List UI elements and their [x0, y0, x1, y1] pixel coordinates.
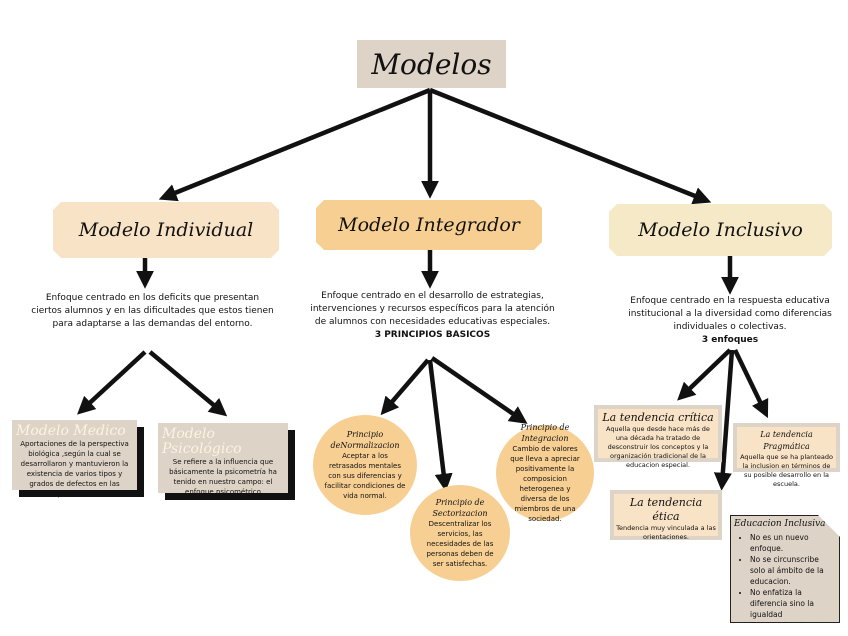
title-box: Modelos — [357, 40, 506, 88]
arrow-to-normalizacion — [380, 358, 430, 416]
tendency-text: Tendencia muy vinculada a las orientacio… — [616, 524, 716, 541]
tendency-text: Aquella que se ha planteado la inclusion… — [740, 453, 833, 488]
arrow-to-etica — [713, 349, 735, 491]
principle-text: Cambio de valores que lleva a apreciar p… — [510, 445, 580, 523]
card-title: Modelo Medico — [16, 423, 126, 439]
principle-title: Principio de Integracion — [520, 423, 570, 443]
modelo-individual-box: Modelo Individual — [53, 202, 279, 258]
arrow-to-inclusivo — [429, 87, 712, 205]
tendency-text: Aquella que desde hace más de una década… — [606, 425, 710, 469]
tendencia-critica: La tendencia crítica Aquella que desde h… — [594, 405, 722, 469]
tendency-title: La tendencia ética — [629, 496, 703, 523]
modelo-inclusivo-heading: Modelo Inclusivo — [638, 219, 803, 241]
integrador-subheading: 3 PRINCIPIOS BASICOS — [374, 330, 491, 340]
integrador-description: Enfoque centrado en el desarrollo de est… — [310, 291, 555, 327]
inclusivo-subheading: 3 enfoques — [701, 335, 759, 345]
principle-title: Principio deNormalizacion — [330, 430, 400, 450]
card-text: Se refiere a la influencia que básicamen… — [169, 458, 277, 496]
note-list: No es un nuevo enfoque. No se circunscri… — [734, 532, 836, 631]
arrow-to-pragmatica — [732, 349, 769, 419]
tendency-title: La tendencia crítica — [602, 411, 714, 424]
tendency-title: La tendencia Pragmática — [760, 430, 813, 451]
educacion-inclusiva-note: Educacion Inclusiva No es un nuevo enfoq… — [730, 515, 840, 623]
principle-text: Descentralizar los servicios, las necesi… — [426, 520, 494, 568]
note-item: No es un nuevo enfoque. — [750, 532, 836, 554]
principle-normalizacion: Principio deNormalizacion Aceptar a los … — [313, 415, 417, 515]
inclusivo-description: Enfoque centrado en la respuesta educati… — [628, 296, 832, 332]
tendencia-pragmatica: La tendencia Pragmática Aquella que se h… — [733, 423, 840, 488]
modelo-integrador-box: Modelo Integrador — [316, 200, 542, 250]
principle-sectorizacion: Principio de Sectorizacion Descentraliza… — [410, 485, 510, 581]
modelo-integrador-heading: Modelo Integrador — [338, 214, 520, 236]
inclusivo-description-block: Enfoque centrado en la respuesta educati… — [615, 295, 845, 347]
arrow-to-individual — [158, 87, 431, 202]
arrow-to-critica — [677, 348, 732, 401]
title: Modelos — [371, 47, 492, 81]
arrow-to-medico — [77, 350, 147, 415]
card-modelo-psicologico: Modelo Psicológico Se refiere a la influ… — [158, 423, 288, 496]
arrow-to-sectorizacion — [427, 359, 453, 492]
principle-integracion: Principio de Integracion Cambio de valor… — [496, 423, 594, 523]
modelo-inclusivo-box: Modelo Inclusivo — [609, 204, 832, 256]
individual-description: Enfoque centrado en los deficits que pre… — [31, 293, 274, 329]
integrador-description-block: Enfoque centrado en el desarrollo de est… — [305, 290, 560, 342]
note-title: Educacion Inclusiva — [734, 519, 826, 529]
card-text: Aportaciones de la perspectiva biológica… — [20, 440, 129, 498]
principle-title: Principio de Sectorizacion — [432, 498, 488, 518]
tendencia-etica: La tendencia ética Tendencia muy vincula… — [610, 490, 722, 541]
principle-text: Aceptar a los retrasados mentales con su… — [324, 452, 406, 500]
arrow-to-integracion — [430, 356, 528, 424]
card-title: Modelo Psicológico — [162, 426, 242, 457]
note-item: No se circunscribe solo al ámbito de la … — [750, 554, 836, 587]
card-modelo-medico: Modelo Medico Aportaciones de la perspec… — [12, 420, 137, 498]
note-item: No enfatiza la diferencia sino la iguald… — [750, 587, 836, 620]
arrow-to-psicologico — [148, 350, 228, 417]
modelo-individual-heading: Modelo Individual — [78, 219, 254, 241]
